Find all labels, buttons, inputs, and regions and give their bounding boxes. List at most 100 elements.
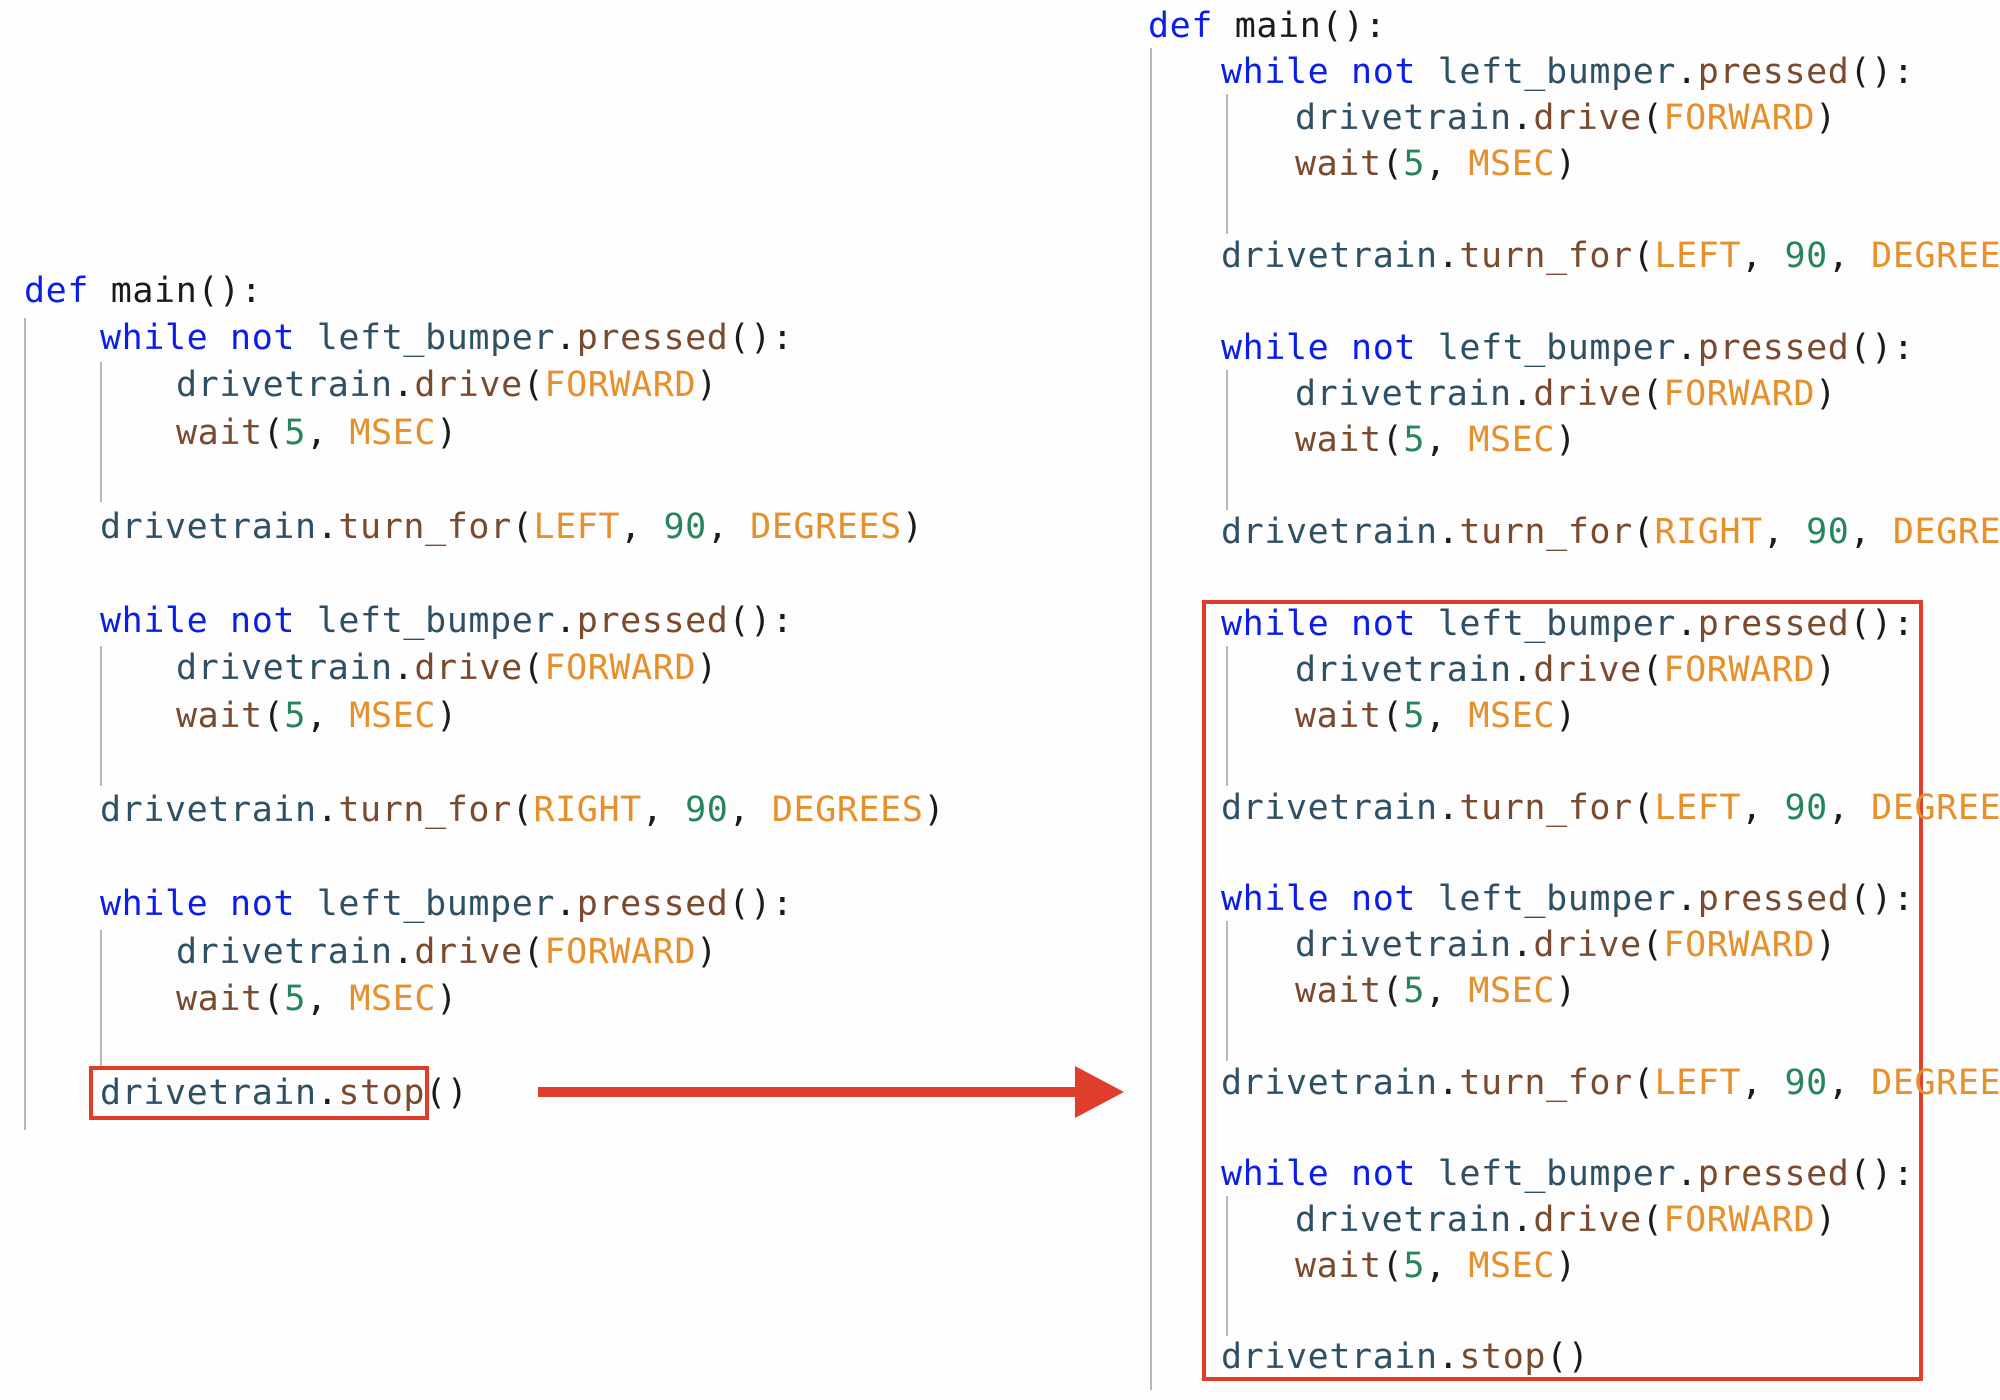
constant-token: DEGREES bbox=[750, 507, 902, 547]
punct-token: . bbox=[316, 507, 339, 547]
function-token: turn_for bbox=[338, 507, 512, 547]
punct-token: ( bbox=[511, 507, 534, 547]
punct-token: ( bbox=[1381, 1246, 1404, 1286]
constant-token: FORWARD bbox=[1663, 650, 1816, 690]
code-line: while not left_bumper.pressed(): bbox=[100, 315, 794, 361]
punct-token: ( bbox=[1381, 696, 1404, 736]
keyword-token: not bbox=[230, 601, 296, 641]
function-token: stop bbox=[338, 1073, 426, 1113]
function-token: wait bbox=[176, 413, 263, 453]
code-line: while not left_bumper.pressed(): bbox=[1221, 49, 1915, 95]
function-token: pressed bbox=[1697, 328, 1850, 368]
code-line: drivetrain.turn_for(LEFT, 90, DEGREES) bbox=[1221, 233, 2000, 279]
punct-token: , bbox=[1425, 696, 1469, 736]
punct-token: () bbox=[425, 1073, 469, 1113]
punct-token: ( bbox=[1381, 144, 1404, 184]
punct-token: . bbox=[1437, 512, 1460, 552]
constant-token: MSEC bbox=[349, 696, 437, 736]
constant-token: FORWARD bbox=[544, 648, 697, 688]
function-token: turn_for bbox=[1459, 1063, 1633, 1103]
constant-token: DEGREES bbox=[1871, 236, 2000, 276]
punct-token: , bbox=[728, 790, 772, 830]
number-token: 90 bbox=[685, 790, 729, 830]
constant-token: FORWARD bbox=[1663, 374, 1816, 414]
identifier-token: drivetrain bbox=[1221, 1063, 1438, 1103]
function-token: drive bbox=[1533, 650, 1642, 690]
function-token: drive bbox=[1533, 374, 1642, 414]
punct-token: . bbox=[392, 648, 415, 688]
constant-token: LEFT bbox=[1654, 236, 1742, 276]
identifier-token: drivetrain bbox=[1295, 650, 1512, 690]
punct-token: ) bbox=[1815, 650, 1837, 690]
function-token: drive bbox=[1533, 98, 1642, 138]
identifier-token: drivetrain bbox=[1221, 788, 1438, 828]
punct-token: . bbox=[1511, 374, 1534, 414]
punct-token: ( bbox=[262, 696, 285, 736]
identifier-token: left_bumper bbox=[316, 318, 556, 358]
code-line: drivetrain.drive(FORWARD) bbox=[1295, 647, 1837, 693]
punct-token: ) bbox=[1815, 374, 1837, 414]
keyword-token: def bbox=[1148, 6, 1214, 46]
punct-token: ( bbox=[1632, 1063, 1655, 1103]
punct-token: . bbox=[392, 365, 415, 405]
punct-token: , bbox=[1827, 788, 1872, 828]
punct-token: ) bbox=[1555, 1246, 1577, 1286]
punct-token: ( bbox=[1641, 98, 1664, 138]
function-token: wait bbox=[176, 696, 263, 736]
function-token: turn_for bbox=[338, 790, 512, 830]
left-loop1-guide bbox=[100, 362, 102, 502]
punct-token: . bbox=[555, 318, 577, 358]
punct-token: . bbox=[555, 601, 577, 641]
identifier-token: left_bumper bbox=[1437, 1154, 1677, 1194]
number-token: 5 bbox=[1403, 1246, 1426, 1286]
code-line: while not left_bumper.pressed(): bbox=[1221, 876, 1915, 922]
punct-token: . bbox=[1676, 1154, 1698, 1194]
code-line: drivetrain.drive(FORWARD) bbox=[176, 929, 718, 975]
punct-token: ) bbox=[901, 507, 924, 547]
number-token: 5 bbox=[284, 696, 307, 736]
constant-token: LEFT bbox=[1654, 1063, 1742, 1103]
number-token: 90 bbox=[1784, 788, 1828, 828]
keyword-token: while bbox=[1221, 52, 1330, 92]
punct-token: ( bbox=[511, 790, 534, 830]
punct-token: (): bbox=[1321, 6, 1387, 46]
identifier-token: drivetrain bbox=[176, 365, 393, 405]
function-token: drive bbox=[414, 365, 523, 405]
right-loop5-guide bbox=[1226, 1196, 1228, 1336]
constant-token: FORWARD bbox=[1663, 98, 1816, 138]
constant-token: FORWARD bbox=[1663, 1200, 1816, 1240]
function-name: main bbox=[110, 271, 198, 311]
function-token: pressed bbox=[576, 884, 729, 924]
punct-token: ( bbox=[1632, 788, 1655, 828]
identifier-token: drivetrain bbox=[100, 1073, 317, 1113]
constant-token: MSEC bbox=[1468, 696, 1556, 736]
punct-token: ) bbox=[1815, 925, 1837, 965]
punct-token: . bbox=[1676, 52, 1698, 92]
constant-token: DEGREES bbox=[1892, 512, 2000, 552]
punct-token: . bbox=[1511, 925, 1534, 965]
identifier-token: drivetrain bbox=[1221, 512, 1438, 552]
number-token: 5 bbox=[284, 413, 307, 453]
keyword-token: not bbox=[1351, 879, 1417, 919]
identifier-token: left_bumper bbox=[1437, 328, 1677, 368]
keyword-token: while bbox=[1221, 1154, 1330, 1194]
punct-token: ) bbox=[923, 790, 946, 830]
punct-token: () bbox=[1546, 1337, 1590, 1377]
constant-token: MSEC bbox=[1468, 420, 1556, 460]
constant-token: MSEC bbox=[1468, 1246, 1556, 1286]
keyword-token: while bbox=[1221, 604, 1330, 644]
punct-token: ( bbox=[262, 979, 285, 1019]
constant-token: FORWARD bbox=[1663, 925, 1816, 965]
function-token: turn_for bbox=[1459, 788, 1633, 828]
punct-token: ( bbox=[1641, 1200, 1664, 1240]
punct-token: , bbox=[1741, 788, 1785, 828]
right-loop2-guide bbox=[1226, 370, 1228, 510]
code-line: drivetrain.turn_for(RIGHT, 90, DEGREES) bbox=[1221, 509, 2000, 555]
punct-token: ) bbox=[436, 979, 458, 1019]
code-line: drivetrain.drive(FORWARD) bbox=[1295, 371, 1837, 417]
code-line: wait(5, MSEC) bbox=[1295, 141, 1577, 187]
punct-token: (): bbox=[728, 884, 794, 924]
punct-token: , bbox=[306, 979, 350, 1019]
